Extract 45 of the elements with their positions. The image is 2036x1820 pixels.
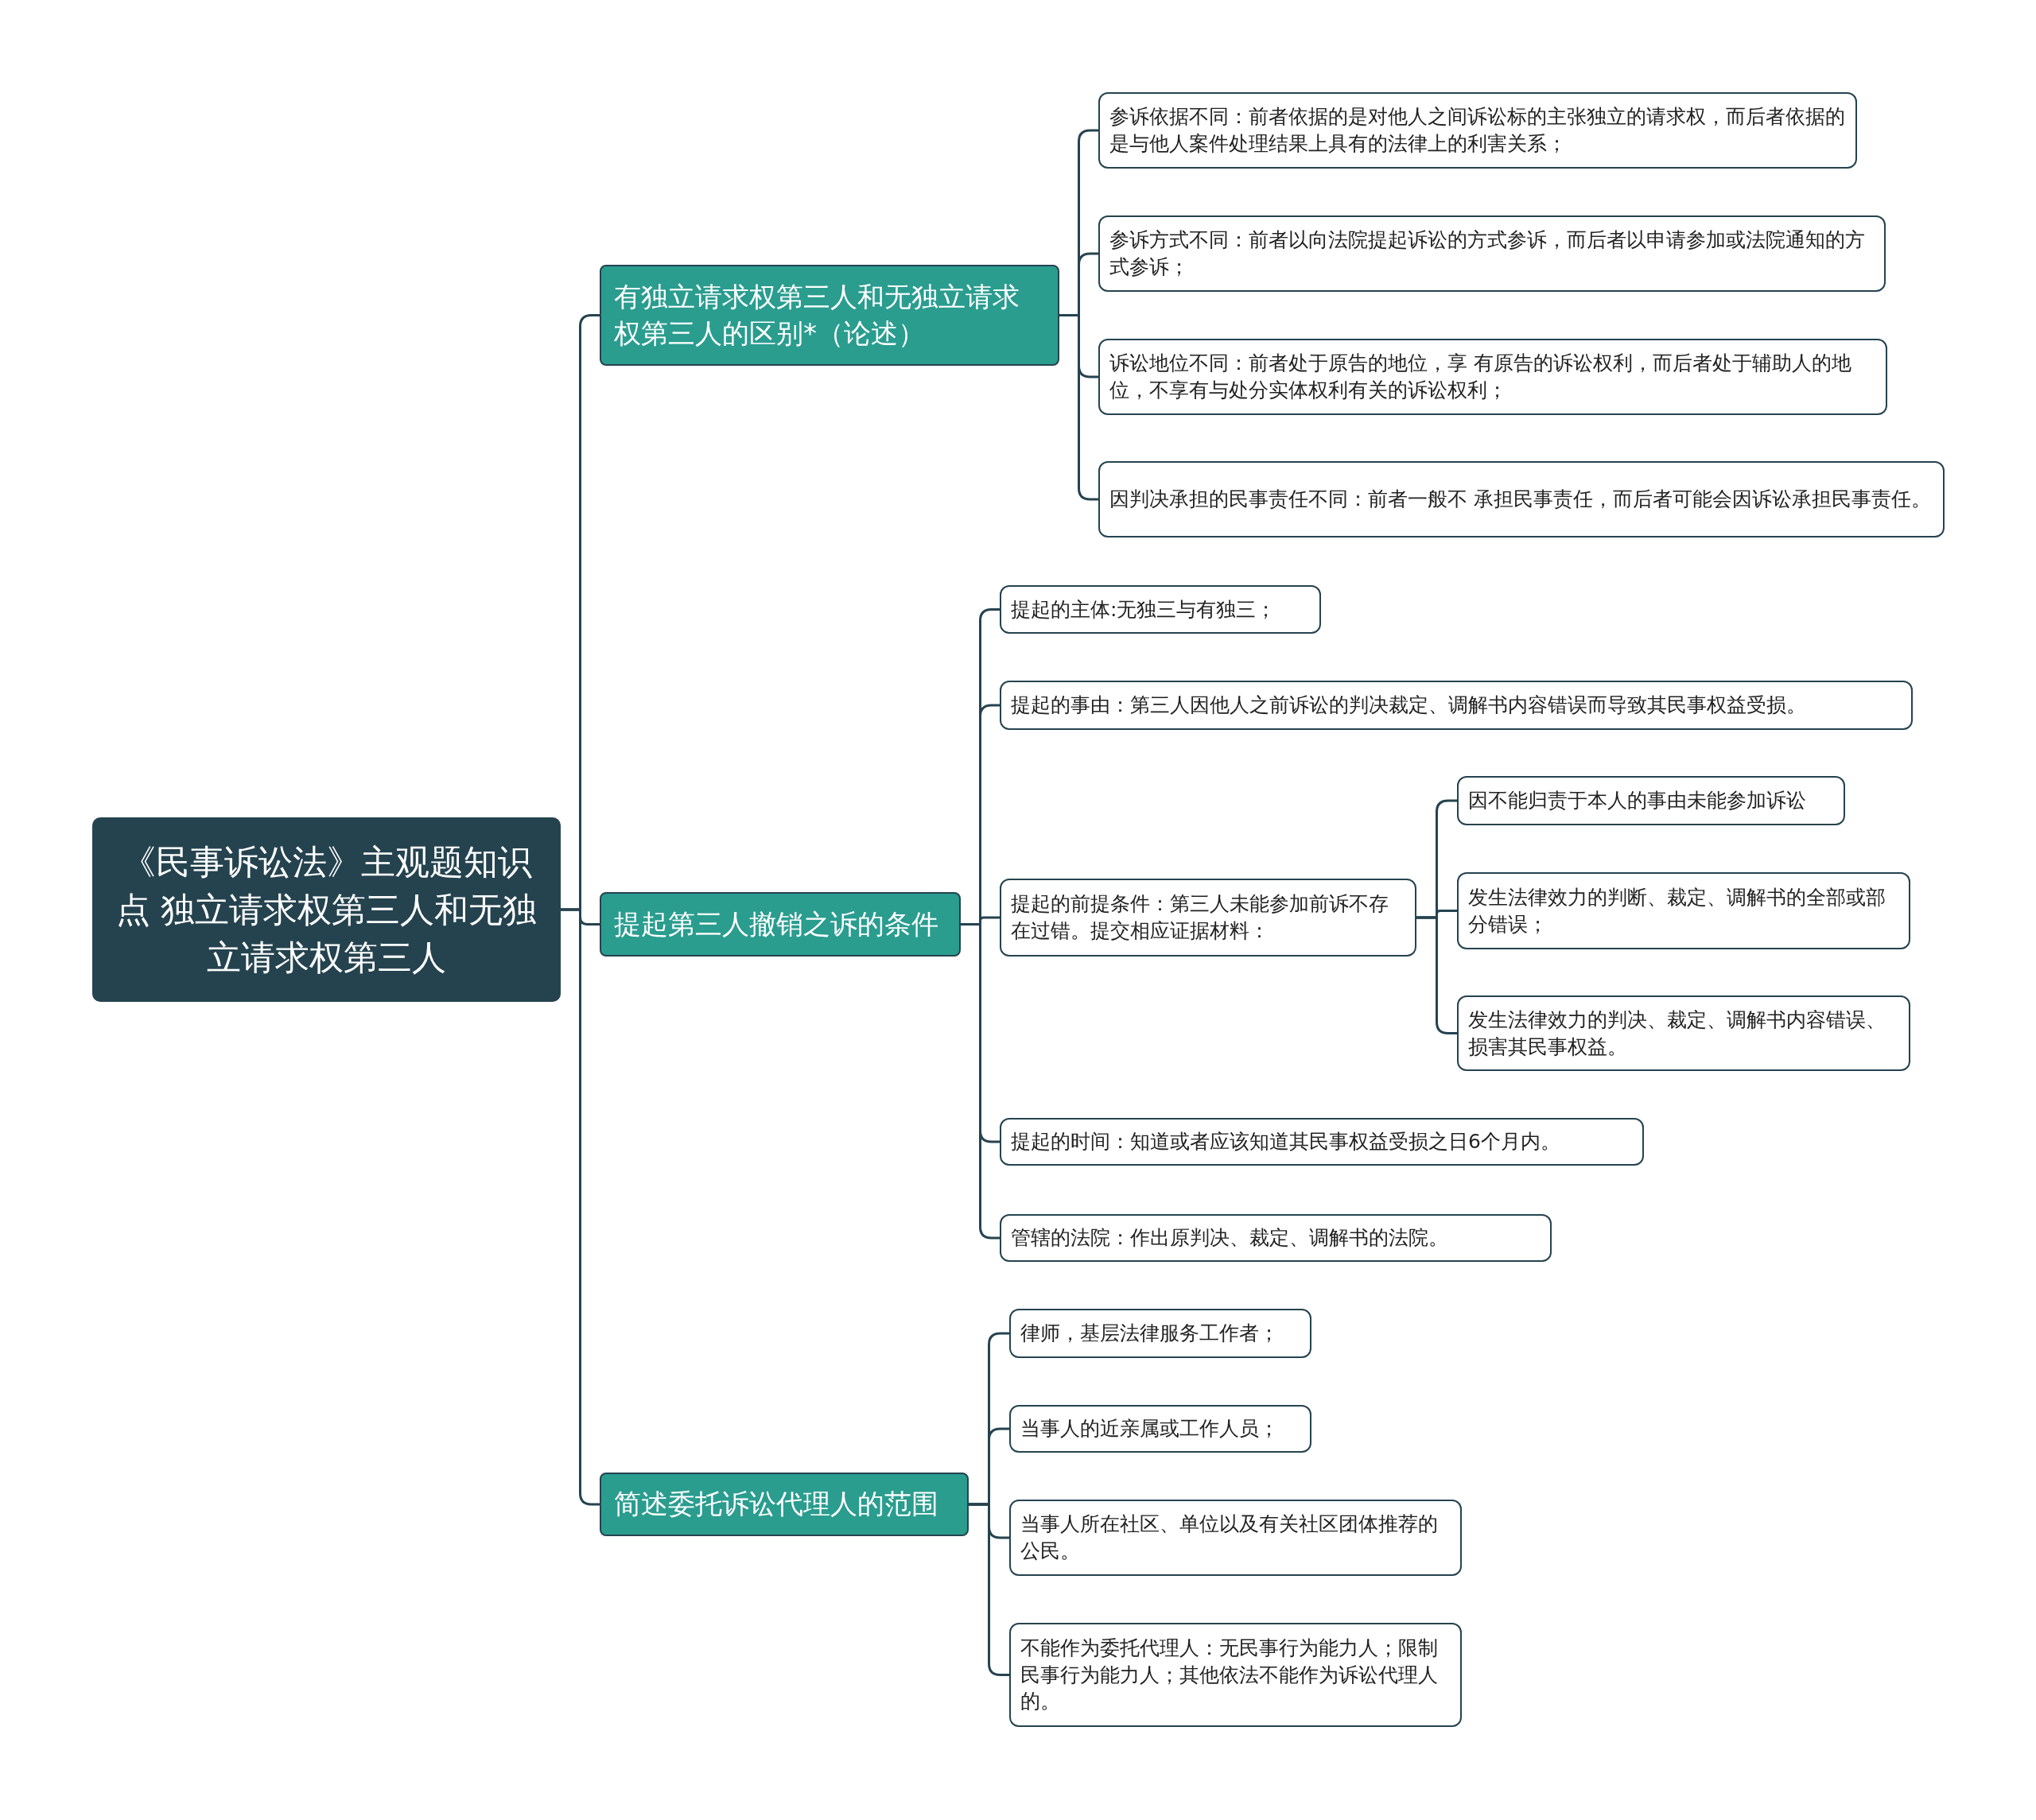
leaf-topic [1009,1500,1462,1576]
topic-text: 参诉依据不同：前者依据的是对他人之间诉讼标的主张独立的请求权，而后者依据的是与他人案件处理结果上具有的法律上的利害关系； [1109,104,1846,157]
branch-topic [600,892,961,957]
topic-text: 提起的时间：知道或者应该知道其民事权益受损之日6个月内。 [1011,1129,1561,1155]
topic-text: 当事人的近亲属或工作人员； [1020,1416,1280,1442]
topic-text: 有独立请求权第三人和无独立请求权第三人的区别*（论述） [614,279,1020,351]
leaf-topic [1098,461,1945,537]
connector [1059,314,1098,501]
leaf-topic [1098,339,1887,415]
connector [1416,916,1457,1034]
leaf-topic [1000,1214,1552,1262]
leaf-topic [1457,995,1910,1071]
leaf-topic [1098,92,1857,169]
connector [561,908,600,1506]
topic-text: 因判决承担的民事责任不同：前者一般不 承担民事责任，而后者可能会因诉讼承担民事责任。 [1109,487,1932,513]
leaf-topic [1000,681,1913,730]
connector [969,1503,1009,1676]
topic-text: 因不能归责于本人的事由未能参加诉讼 [1468,788,1807,814]
topic-text: 诉讼地位不同：前者处于原告的地位，享 有原告的诉讼权利，而后者处于辅助人的地位，不享有与处分实体权利有关的诉讼权利； [1109,351,1852,403]
leaf-topic [1098,215,1886,292]
topic-text: 律师，基层法律服务工作者； [1020,1321,1280,1347]
topic-text: 提起的事由：第三人因他人之前诉讼的判决裁定、调解书内容错误而导致其民事权益受损。 [1011,693,1807,719]
leaf-topic [1009,1405,1311,1453]
branch-topic [600,1473,969,1536]
connector [961,923,1000,1240]
topic-text: 提起第三人撤销之诉的条件 [614,906,939,941]
leaf-topic [1000,1118,1644,1166]
topic-text: 简述委托诉讼代理人的范围 [614,1487,939,1522]
topic-text: 参诉方式不同：前者以向法院提起诉讼的方式参诉，而后者以申请参加或法院通知的方式参诉； [1109,227,1866,280]
leaf-topic [1000,585,1321,634]
leaf-topic [1009,1309,1311,1358]
branch-topic [600,265,1059,366]
topic-text: 《民事诉讼法》主观题知识点 独立请求权第三人和无独立请求权第三人 [115,840,538,980]
topic-text: 不能作为委托代理人：无民事行为能力人；限制民事行为能力人；其他依法不能作为诉讼代理人的。 [1020,1635,1439,1715]
leaf-topic [1000,879,1416,957]
topic-text: 提起的主体:无独三与有独三； [1011,596,1277,623]
topic-text: 当事人所在社区、单位以及有关社区团体推荐的公民。 [1020,1511,1439,1564]
leaf-topic [1009,1623,1462,1727]
topic-text: 发生法律效力的判决、裁定、调解书内容错误、损害其民事权益。 [1468,1007,1886,1060]
root-topic [92,817,561,1002]
topic-text: 发生法律效力的判断、裁定、调解书的全部或部分错误； [1468,884,1886,937]
topic-text: 提起的前提条件：第三人未能参加前诉不存在过错。提交相应证据材料： [1011,891,1389,944]
topic-text: 管辖的法院：作出原判决、裁定、调解书的法院。 [1011,1225,1449,1251]
leaf-topic [1457,776,1845,825]
leaf-topic [1457,872,1910,949]
